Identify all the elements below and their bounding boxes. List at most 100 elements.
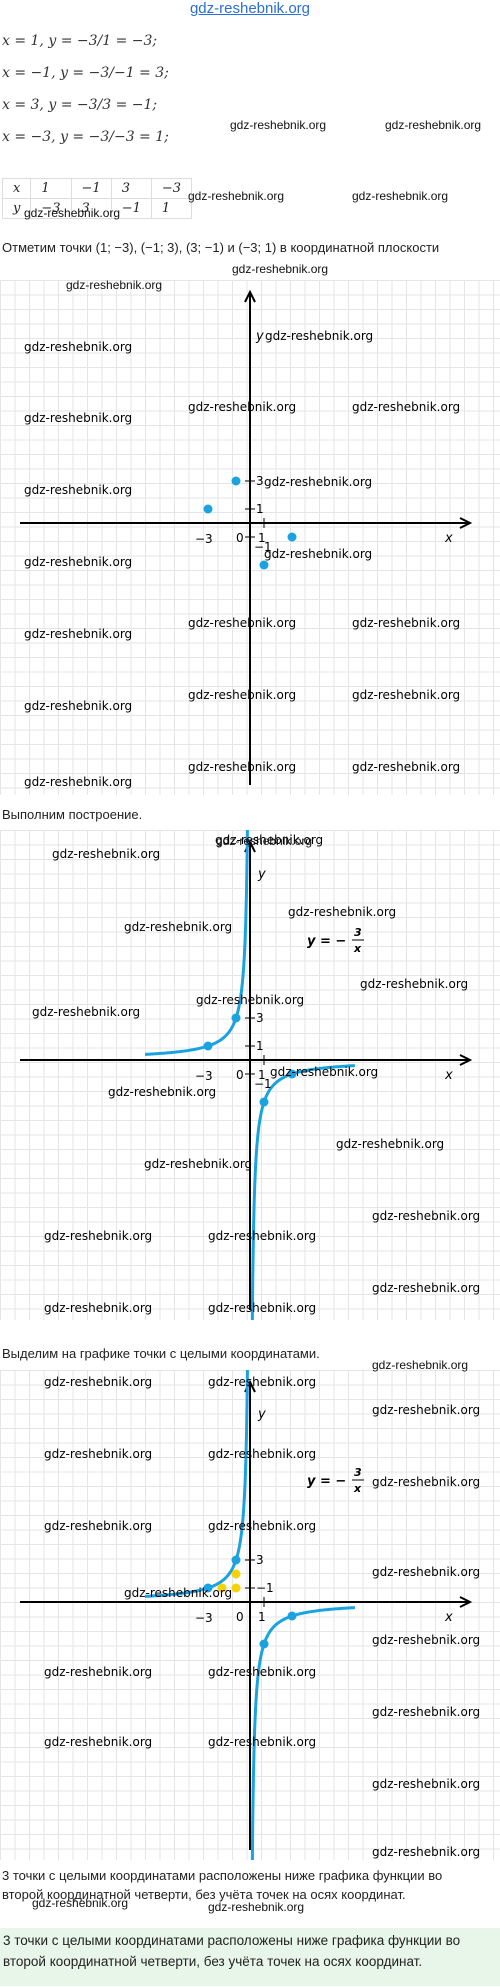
tick-label-three: 3	[256, 474, 264, 488]
watermark: gdz-reshebnik.org	[372, 1705, 480, 1719]
final-answer-box: 3 точки с целыми координатами расположен…	[0, 1928, 500, 1986]
points-group	[203, 476, 297, 570]
watermark: gdz-reshebnik.org	[208, 1735, 316, 1749]
tick-label-neg1: −1	[254, 540, 272, 554]
function-label-den: x	[353, 1482, 362, 1495]
table-cell: 3	[70, 198, 112, 219]
hyperbola-branch-left	[145, 779, 250, 1056]
watermark: gdz-reshebnik.org	[352, 400, 460, 414]
function-label-num: 3	[354, 1466, 362, 1479]
watermark: gdz-reshebnik.org	[44, 1665, 152, 1679]
watermark: gdz-reshebnik.org	[232, 262, 329, 276]
function-label-lhs: y = −	[307, 1474, 346, 1489]
watermark: gdz-reshebnik.org	[124, 1586, 232, 1600]
watermark: gdz-reshebnik.org	[230, 118, 327, 132]
watermark: gdz-reshebnik.org	[352, 760, 460, 774]
table-cell: −1	[110, 198, 152, 219]
graph-integer-points-svg: y x −3 0 1 3 −1 y = − 3 x gdz-reshebnik.…	[20, 1321, 480, 1903]
build-text: Выполним построение.	[2, 807, 143, 822]
watermark: gdz-reshebnik.org	[144, 1157, 252, 1171]
y-axis-label: y	[255, 329, 264, 344]
watermark: gdz-reshebnik.org	[124, 920, 232, 934]
integer-point	[217, 1583, 227, 1593]
table-row-y: y −3 3 −1 1	[1, 198, 193, 219]
table-cell: x	[1, 178, 32, 199]
tick-label-zero: 0	[236, 1610, 244, 1624]
watermark: gdz-reshebnik.org	[24, 627, 132, 641]
watermark: gdz-reshebnik.org	[264, 547, 372, 561]
watermark: gdz-reshebnik.org	[372, 1209, 480, 1223]
watermark: gdz-reshebnik.org	[208, 1900, 305, 1914]
data-point	[287, 1069, 297, 1079]
x-axis-arrow	[459, 517, 473, 529]
watermark: gdz-reshebnik.org	[336, 1137, 444, 1151]
watermark: gdz-reshebnik.org	[208, 1229, 316, 1243]
watermark: gdz-reshebnik.org	[360, 977, 468, 991]
tick-label-zero: 0	[236, 531, 244, 545]
calc-line-3: x = 3, y = −3/3 = −1;	[2, 97, 158, 113]
watermark: gdz-reshebnik.org	[372, 1565, 480, 1579]
watermark: gdz-reshebnik.org	[32, 1005, 140, 1019]
graph-integer-points: y x −3 0 1 3 −1 y = − 3 x gdz-reshebnik.…	[0, 1321, 500, 1903]
table-cell: 1	[150, 198, 193, 219]
watermark: gdz-reshebnik.org	[208, 1447, 316, 1461]
tick-label-neg3: −3	[195, 532, 213, 546]
watermark: gdz-reshebnik.org	[385, 118, 482, 132]
data-point	[203, 1583, 213, 1593]
values-table: x 1 −1 3 −3 y −3 3 −1 1	[1, 178, 193, 219]
data-point	[203, 1041, 213, 1051]
tick-label-one-x: 1	[258, 531, 266, 545]
watermark: gdz-reshebnik.org	[352, 688, 460, 702]
data-point	[203, 504, 213, 514]
watermark: gdz-reshebnik.org	[44, 1229, 152, 1243]
tick-label-one-x: 1	[258, 1610, 266, 1624]
watermark: gdz-reshebnik.org	[188, 189, 285, 203]
watermark: gdz-reshebnik.org	[188, 760, 296, 774]
tick-label-neg3: −3	[195, 1611, 213, 1625]
tick-label-one-x: 1	[258, 1068, 266, 1082]
hyperbola-branch-left	[145, 1321, 250, 1598]
watermark: gdz-reshebnik.org	[24, 411, 132, 425]
tick-label-three: 3	[256, 1011, 264, 1025]
y-axis-arrow	[244, 289, 256, 303]
tick-label-neg1: −1	[256, 1581, 274, 1595]
tick-label-three: 3	[256, 1553, 264, 1567]
data-point	[259, 560, 269, 570]
function-label-lhs: y = −	[307, 934, 346, 949]
tick-label-neg1: −1	[254, 1077, 272, 1091]
watermark: gdz-reshebnik.org	[208, 1665, 316, 1679]
table-cell: 1	[30, 178, 72, 199]
table-cell: y	[1, 198, 32, 219]
watermark: gdz-reshebnik.org	[372, 1777, 480, 1791]
y-axis-label: y	[257, 1407, 266, 1422]
watermark: gdz-reshebnik.org	[188, 688, 296, 702]
watermark: gdz-reshebnik.org	[108, 1085, 216, 1099]
answer-text: 3 точки с целыми координатами расположен…	[2, 1868, 443, 1902]
site-title[interactable]: gdz-reshebnik.org	[189, 0, 311, 17]
watermark: gdz-reshebnik.org	[44, 1301, 152, 1315]
watermark: gdz-reshebnik.org	[188, 616, 296, 630]
data-point	[231, 1013, 241, 1023]
data-point	[231, 476, 241, 486]
tick-label-one-y: 1	[256, 502, 264, 516]
data-point	[231, 1555, 241, 1565]
watermark: gdz-reshebnik.org	[44, 1447, 152, 1461]
graph-hyperbola-svg: y x −3 0 1 3 1 −1 y = − 3 x gdz-reshebni…	[20, 779, 480, 1361]
watermark: gdz-reshebnik.org	[372, 1403, 480, 1417]
x-axis-label: x	[444, 1068, 453, 1083]
tick-label-zero: 0	[236, 1068, 244, 1082]
watermark: gdz-reshebnik.org	[216, 834, 313, 848]
data-point	[259, 1639, 269, 1649]
data-point	[287, 1611, 297, 1621]
watermark: gdz-reshebnik.org	[188, 400, 296, 414]
table-cell: −1	[70, 178, 112, 199]
graph-points: y x −3 0 1 3 1 −1 gdz-reshebnik.org gdz-…	[0, 280, 500, 795]
calc-line-2: x = −1, y = −3/−1 = 3;	[2, 65, 169, 81]
watermark: gdz-reshebnik.org	[196, 993, 304, 1007]
watermark: gdz-reshebnik.org	[264, 475, 372, 489]
calc-line-4: x = −3, y = −3/−3 = 1;	[2, 129, 169, 145]
x-axis-label: x	[444, 1610, 453, 1625]
watermark: gdz-reshebnik.org	[372, 1633, 480, 1647]
watermark: gdz-reshebnik.org	[24, 699, 132, 713]
watermark: gdz-reshebnik.org	[52, 847, 160, 861]
